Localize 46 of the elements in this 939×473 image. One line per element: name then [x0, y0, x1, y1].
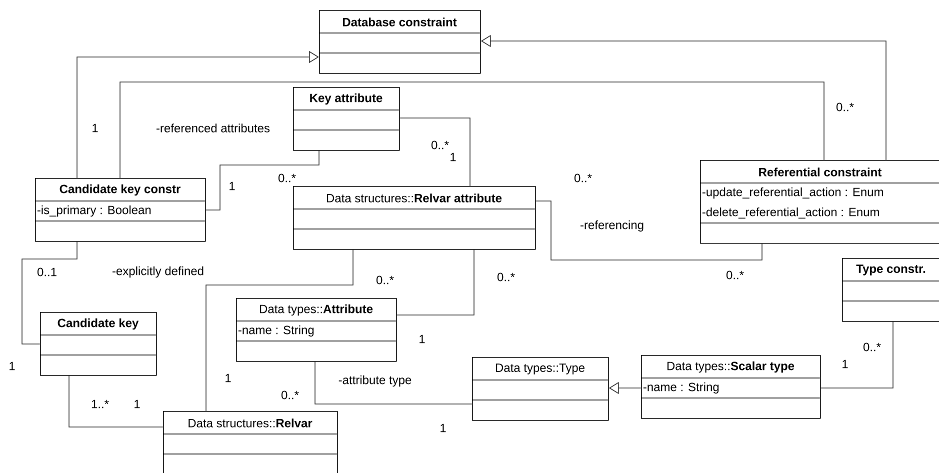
multiplicity: 1: [92, 124, 98, 132]
association-line: [22, 241, 78, 344]
class-box: Key attribute: [292, 87, 400, 151]
class-box: Database constraint: [318, 10, 481, 74]
multiplicity: 0..*: [278, 174, 296, 182]
association-line: [205, 150, 320, 210]
multiplicity: 1: [134, 400, 140, 408]
class-box: Data types::Scalar type -name : String: [640, 355, 821, 419]
class-box: Referential constraint -update_referential_action : Enum -delete_referential_action : Enum: [700, 160, 939, 244]
multiplicity: 1..*: [92, 400, 109, 408]
association-line: [120, 82, 824, 178]
multiplicity: 1: [226, 374, 231, 382]
association-line: [206, 249, 354, 412]
class-box: Data types::Type: [472, 357, 609, 421]
class-box: Data types::Attribute -name : String: [236, 298, 397, 362]
role-name: -referencing: [580, 220, 644, 232]
multiplicity: 0..*: [376, 276, 394, 284]
multiplicity: 0..*: [497, 272, 515, 282]
association-line: [535, 200, 762, 260]
class-box: Type constr.: [842, 258, 939, 322]
association-line: [68, 375, 164, 428]
class-box: Candidate key: [40, 312, 157, 376]
multiplicity: 0..*: [836, 102, 854, 112]
role-name: -referenced attributes: [156, 124, 270, 132]
multiplicity: 1: [230, 182, 235, 190]
association-line: [399, 118, 470, 186]
role-name: -attribute type: [338, 375, 412, 387]
multiplicity: 1: [440, 424, 446, 432]
multiplicity: 0..1: [37, 268, 56, 276]
multiplicity: 0..*: [281, 390, 299, 400]
class-box: Candidate key constr -is_primary : Boolean: [34, 178, 206, 242]
multiplicity: 0..*: [863, 342, 881, 352]
multiplicity: 0..*: [431, 140, 449, 150]
multiplicity: 0..*: [574, 174, 592, 182]
association-line: [820, 321, 894, 388]
association-line: [396, 249, 474, 316]
multiplicity: 1: [450, 152, 456, 162]
association-line: [314, 361, 472, 404]
role-name: -explicitly defined: [112, 266, 204, 278]
generalization-arrow: [76, 50, 319, 178]
multiplicity: 1: [420, 334, 425, 344]
multiplicity: 1: [842, 360, 848, 368]
class-box: Data structures::Relvar attribute: [292, 186, 536, 250]
multiplicity: 1: [10, 362, 15, 370]
multiplicity: 0..*: [726, 270, 744, 280]
class-box: Data structures::Relvar: [162, 411, 338, 473]
